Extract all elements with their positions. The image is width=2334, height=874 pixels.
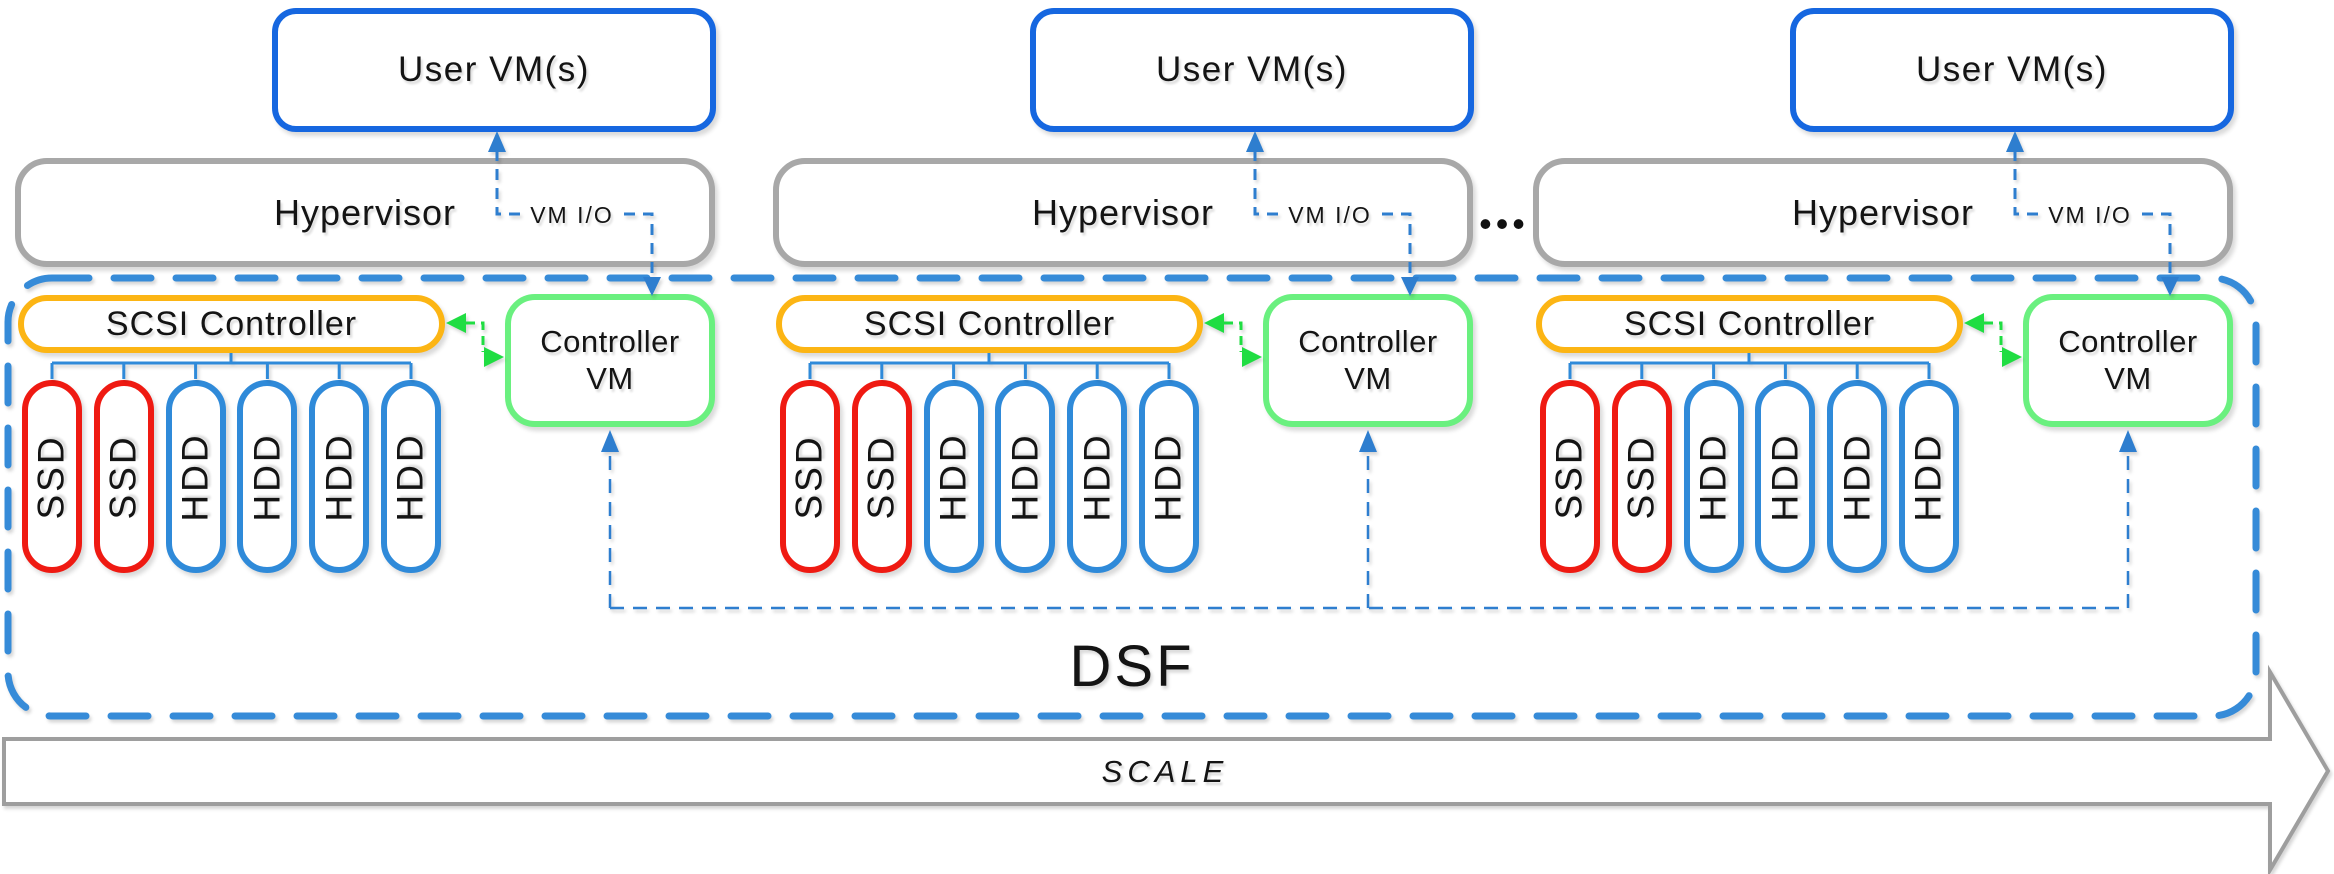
disk-label: SSD (789, 433, 831, 520)
scsi-controller-label: SCSI Controller (863, 304, 1116, 343)
disk-hdd: HDD (237, 380, 298, 573)
disk-label: HDD (1836, 431, 1878, 522)
disk-hdd: HDD (995, 380, 1056, 573)
hypervisor-label: Hypervisor (1791, 191, 1975, 233)
user-vm-box: User VM(s) (1030, 8, 1474, 132)
user-vm-label: User VM(s) (1156, 50, 1348, 89)
controller-vm-box: Controller VM (505, 294, 715, 427)
disk-hdd: HDD (1827, 380, 1888, 573)
disk-label: HDD (318, 431, 360, 522)
disk-ssd: SSD (93, 380, 154, 573)
vm-io-label: VM I/O (2030, 201, 2150, 229)
disk-hdd: HDD (1755, 380, 1816, 573)
scsi-controller-box: SCSI Controller (776, 295, 1203, 353)
disk-label: HDD (1908, 431, 1950, 522)
scsi-controller-box: SCSI Controller (1536, 295, 1963, 353)
disk-label: HDD (1764, 431, 1806, 522)
disk-label: HDD (174, 431, 216, 522)
node-2: User VM(s) Hypervisor VM I/O SCSI Contro… (758, 0, 1478, 874)
vm-io-label: VM I/O (512, 201, 632, 229)
disk-ssd: SSD (780, 380, 840, 573)
disk-label: HDD (390, 431, 432, 522)
disk-label: HDD (932, 431, 974, 522)
disk-hdd: HDD (1139, 380, 1199, 573)
controller-vm-label: Controller VM (540, 323, 680, 396)
controller-vm-box: Controller VM (1263, 294, 1473, 427)
node-3: User VM(s) Hypervisor VM I/O SCSI Contro… (1518, 0, 2238, 874)
controller-vm-label: Controller VM (1298, 323, 1438, 396)
controller-vm-label: Controller VM (2058, 323, 2198, 396)
disk-label: SSD (1549, 433, 1591, 520)
controller-vm-box: Controller VM (2023, 294, 2233, 427)
disk-ssd: SSD (1611, 380, 1672, 573)
disk-hdd: HDD (381, 380, 441, 573)
node-1: User VM(s) Hypervisor VM I/O SCSI Contro… (0, 0, 720, 874)
disk-hdd: HDD (923, 380, 984, 573)
disk-hdd: HDD (165, 380, 226, 573)
disk-label: HDD (1692, 431, 1734, 522)
disk-hdd: HDD (1899, 380, 1959, 573)
hypervisor-label: Hypervisor (273, 191, 457, 233)
scale-label: SCALE (1101, 754, 1229, 789)
disk-label: SSD (860, 433, 902, 520)
scsi-controller-label: SCSI Controller (105, 304, 358, 343)
scsi-controller-label: SCSI Controller (1623, 304, 1876, 343)
user-vm-label: User VM(s) (398, 50, 590, 89)
user-vm-box: User VM(s) (1790, 8, 2234, 132)
user-vm-label: User VM(s) (1916, 50, 2108, 89)
disk-label: HDD (1076, 431, 1118, 522)
disk-hdd: HDD (1683, 380, 1744, 573)
disk-label: HDD (246, 431, 288, 522)
user-vm-box: User VM(s) (272, 8, 716, 132)
disk-label: SSD (102, 433, 144, 520)
disk-ssd: SSD (851, 380, 912, 573)
disk-label: HDD (1004, 431, 1046, 522)
dsf-label: DSF (1069, 634, 1195, 699)
disk-hdd: HDD (309, 380, 370, 573)
disk-label: SSD (1620, 433, 1662, 520)
disk-ssd: SSD (1540, 380, 1600, 573)
vm-io-label: VM I/O (1270, 201, 1390, 229)
disk-label: SSD (31, 433, 73, 520)
disk-ssd: SSD (22, 380, 82, 573)
disk-label: HDD (1148, 431, 1190, 522)
hypervisor-label: Hypervisor (1031, 191, 1215, 233)
more-nodes-ellipsis: ••• (1479, 203, 1529, 244)
scsi-controller-box: SCSI Controller (18, 295, 445, 353)
disk-hdd: HDD (1067, 380, 1128, 573)
